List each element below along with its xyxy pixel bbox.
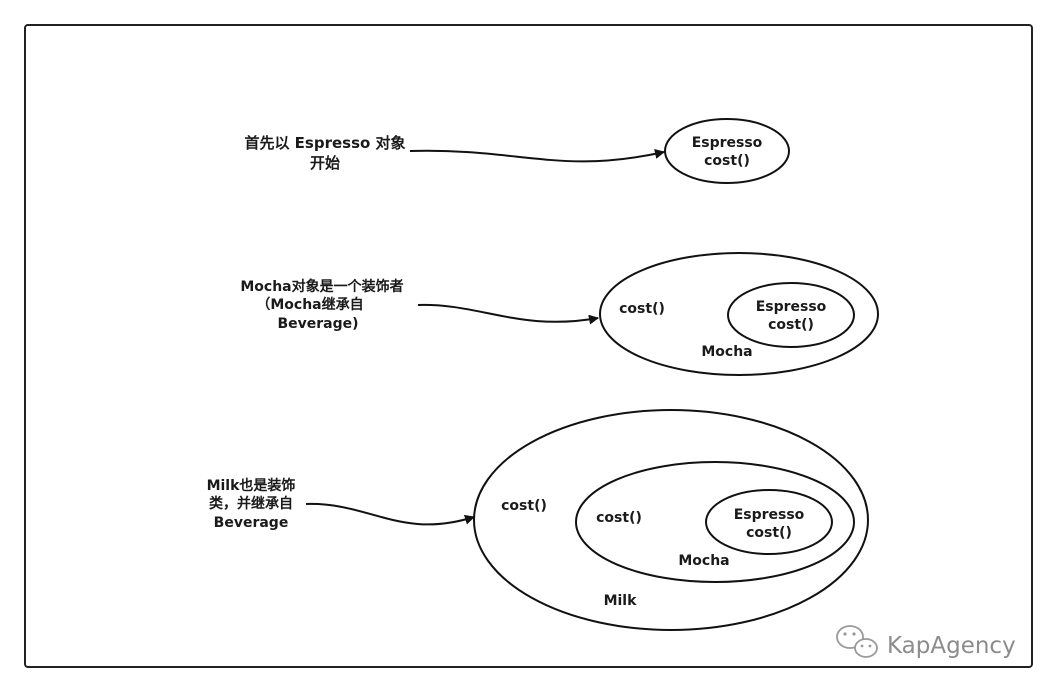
annotation-line: Beverage [214, 515, 289, 531]
espresso-label: Espresso [734, 507, 805, 523]
watermark: KapAgency [836, 625, 1016, 659]
espresso-label: Espresso [756, 299, 827, 315]
annotation-mocha-decorator: Mocha对象是一个装饰者 （Mocha继承自 Beverage) [240, 278, 403, 332]
mocha-object-2: cost() Mocha Espresso cost() [599, 252, 879, 376]
wechat-icon [836, 625, 878, 658]
annotation-line: 类，并继承自 [209, 495, 293, 512]
annotation-line: （Mocha继承自 [256, 296, 363, 313]
espresso-cost-label: cost() [746, 525, 792, 541]
arrow-to-milk [305, 502, 475, 526]
espresso-ellipse [664, 118, 790, 184]
watermark-text: KapAgency [887, 633, 1016, 659]
annotation-line: 首先以 Espresso 对象 [244, 134, 405, 152]
mocha-cost-label: cost() [596, 510, 642, 526]
espresso-ellipse [727, 282, 855, 348]
annotation-milk-decorator: Milk也是装饰 类，并继承自 Beverage [207, 477, 296, 531]
espresso-ellipse [705, 489, 833, 555]
annotation-line: 开始 [310, 154, 340, 172]
milk-object: cost() Milk cost() Mocha Espresso cost() [473, 409, 869, 631]
milk-label: Milk [604, 593, 638, 609]
arrow-to-mocha [417, 303, 599, 325]
espresso-object-1: Espresso cost() [664, 118, 790, 184]
espresso-object-2: Espresso cost() [727, 282, 855, 348]
mocha-object-3: cost() Mocha Espresso cost() [575, 461, 855, 583]
espresso-object-3: Espresso cost() [705, 489, 833, 555]
annotation-line: Mocha对象是一个装饰者 [240, 278, 403, 295]
espresso-label: Espresso [692, 135, 763, 151]
annotation-line: Milk也是装饰 [207, 477, 296, 494]
arrow-to-espresso [409, 149, 665, 163]
annotation-espresso-start: 首先以 Espresso 对象 开始 [244, 134, 405, 172]
espresso-cost-label: cost() [768, 317, 814, 333]
milk-cost-label: cost() [501, 498, 547, 514]
mocha-cost-label: cost() [619, 301, 665, 317]
mocha-label: Mocha [701, 344, 752, 360]
espresso-cost-label: cost() [704, 153, 750, 169]
annotation-line: Beverage) [277, 316, 358, 332]
mocha-label: Mocha [678, 553, 729, 569]
